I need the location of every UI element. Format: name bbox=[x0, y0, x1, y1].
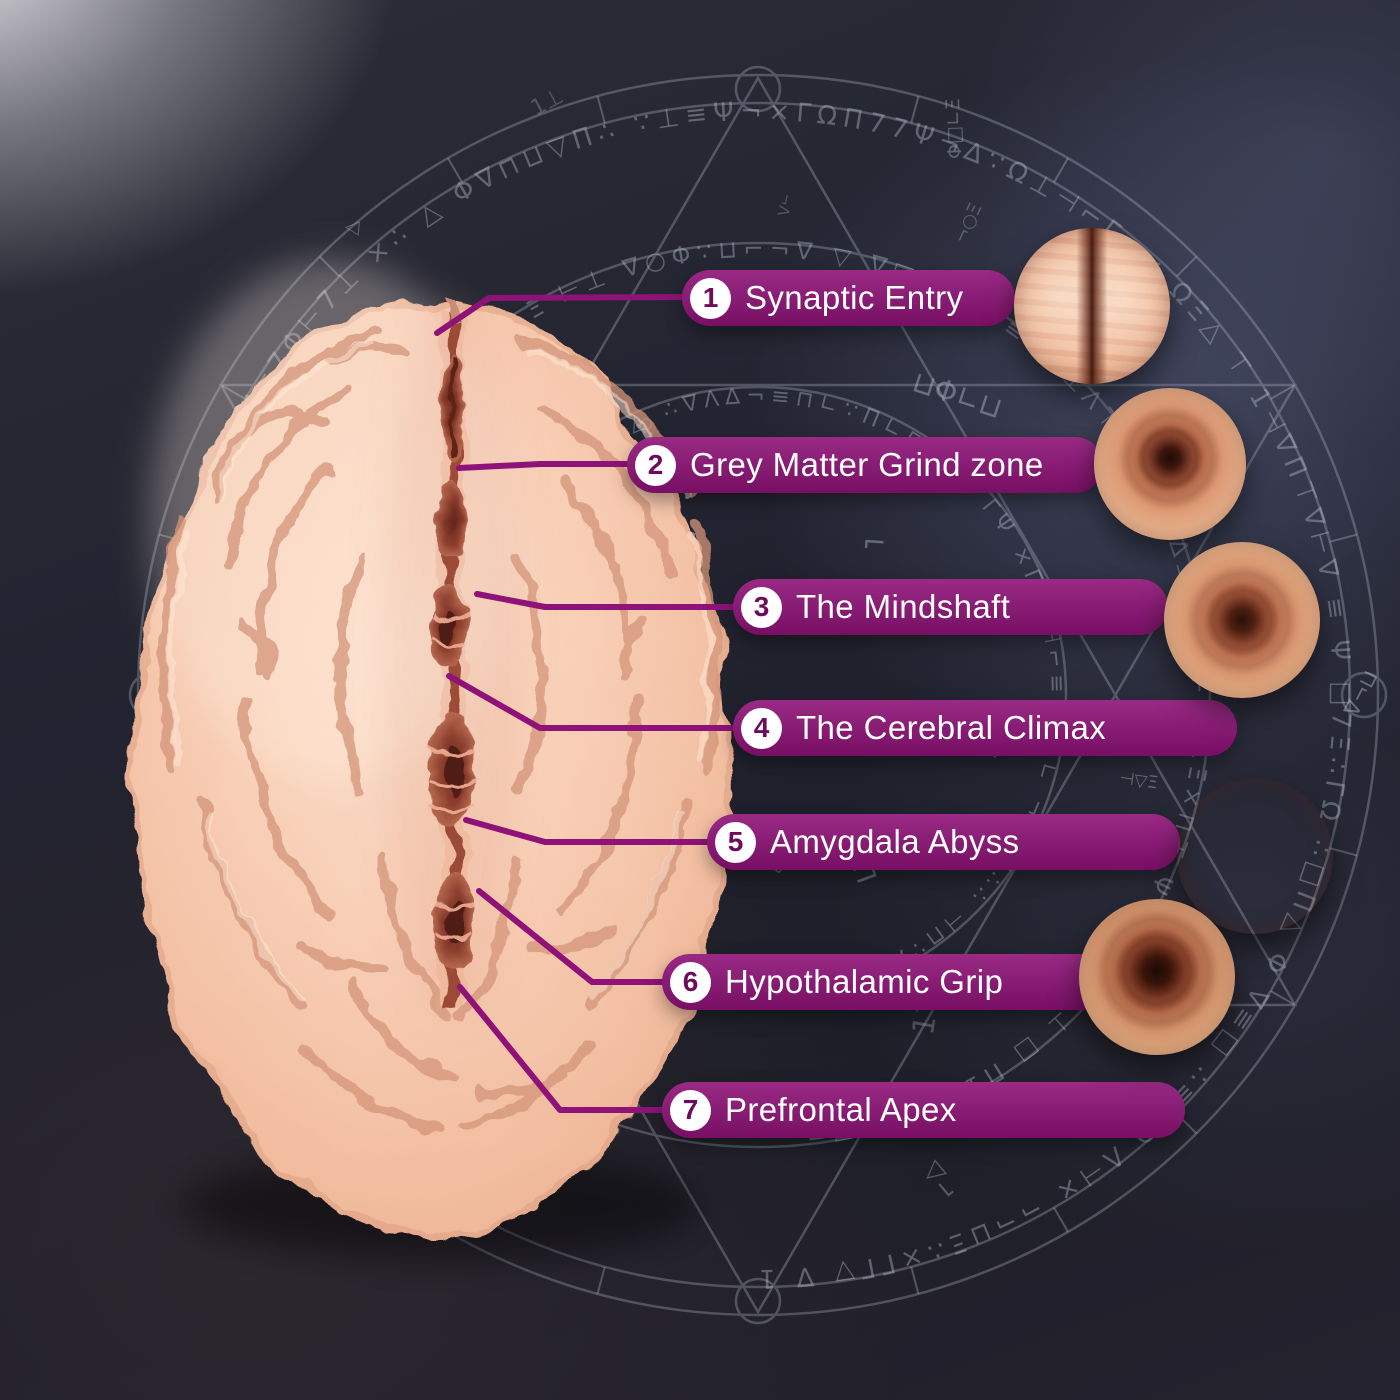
callout-label-2: Grey Matter Grind zone bbox=[690, 446, 1044, 483]
closeup-inset-3 bbox=[1164, 542, 1320, 698]
connector-line-4 bbox=[446, 673, 748, 731]
callout-label-6: Hypothalamic Grip bbox=[725, 963, 1004, 1000]
callout-label-5: Amygdala Abyss bbox=[770, 823, 1020, 860]
svg-text:Φ□∟Ξ: Φ□∟Ξ bbox=[942, 98, 966, 160]
callout-pill-1: 1 Synaptic Entry bbox=[682, 270, 1015, 326]
closeup-inset-6 bbox=[1079, 899, 1235, 1055]
closeup-inset-2 bbox=[1094, 388, 1246, 540]
connector-line-2 bbox=[456, 461, 648, 471]
callout-pill-5: 5 Amygdala Abyss bbox=[707, 814, 1180, 870]
connector-line-6 bbox=[476, 888, 678, 985]
callout-pill-7: 7 Prefrontal Apex bbox=[662, 1082, 1185, 1138]
closeup-inset-5 bbox=[1177, 778, 1333, 934]
callout-pill-2: 2 Grey Matter Grind zone bbox=[627, 437, 1103, 493]
svg-text:¬Λ: ¬Λ bbox=[773, 192, 795, 219]
connector-line-5 bbox=[463, 817, 723, 845]
connector-line-1 bbox=[434, 294, 703, 336]
connector-line-3 bbox=[474, 591, 748, 610]
callout-pill-6: 6 Hypothalamic Grip bbox=[662, 954, 1110, 1010]
closeup-inset-1 bbox=[1014, 228, 1170, 384]
callout-pill-4: 4 The Cerebral Climax bbox=[733, 700, 1237, 756]
callout-number-badge-7: 7 bbox=[670, 1089, 711, 1131]
connector-line-7 bbox=[457, 984, 678, 1113]
callout-number-badge-2: 2 bbox=[635, 444, 676, 486]
callout-pill-3: 3 The Mindshaft bbox=[733, 579, 1168, 635]
svg-text:▽: ▽ bbox=[341, 220, 364, 237]
callout-label-7: Prefrontal Apex bbox=[725, 1091, 957, 1128]
callout-number-badge-6: 6 bbox=[670, 961, 711, 1003]
callout-number-badge-4: 4 bbox=[741, 707, 782, 749]
brain-central-cleft bbox=[429, 299, 476, 1010]
callout-label-3: The Mindshaft bbox=[796, 588, 1011, 625]
callout-number-badge-1: 1 bbox=[690, 277, 731, 319]
brain-gyri-highlights bbox=[169, 342, 711, 1001]
callout-number-badge-5: 5 bbox=[715, 821, 756, 863]
svg-text:⌐: ⌐ bbox=[861, 525, 888, 561]
callout-label-4: The Cerebral Climax bbox=[796, 709, 1107, 746]
callout-label-1: Synaptic Entry bbox=[745, 279, 964, 316]
callout-number-badge-3: 3 bbox=[741, 586, 782, 628]
